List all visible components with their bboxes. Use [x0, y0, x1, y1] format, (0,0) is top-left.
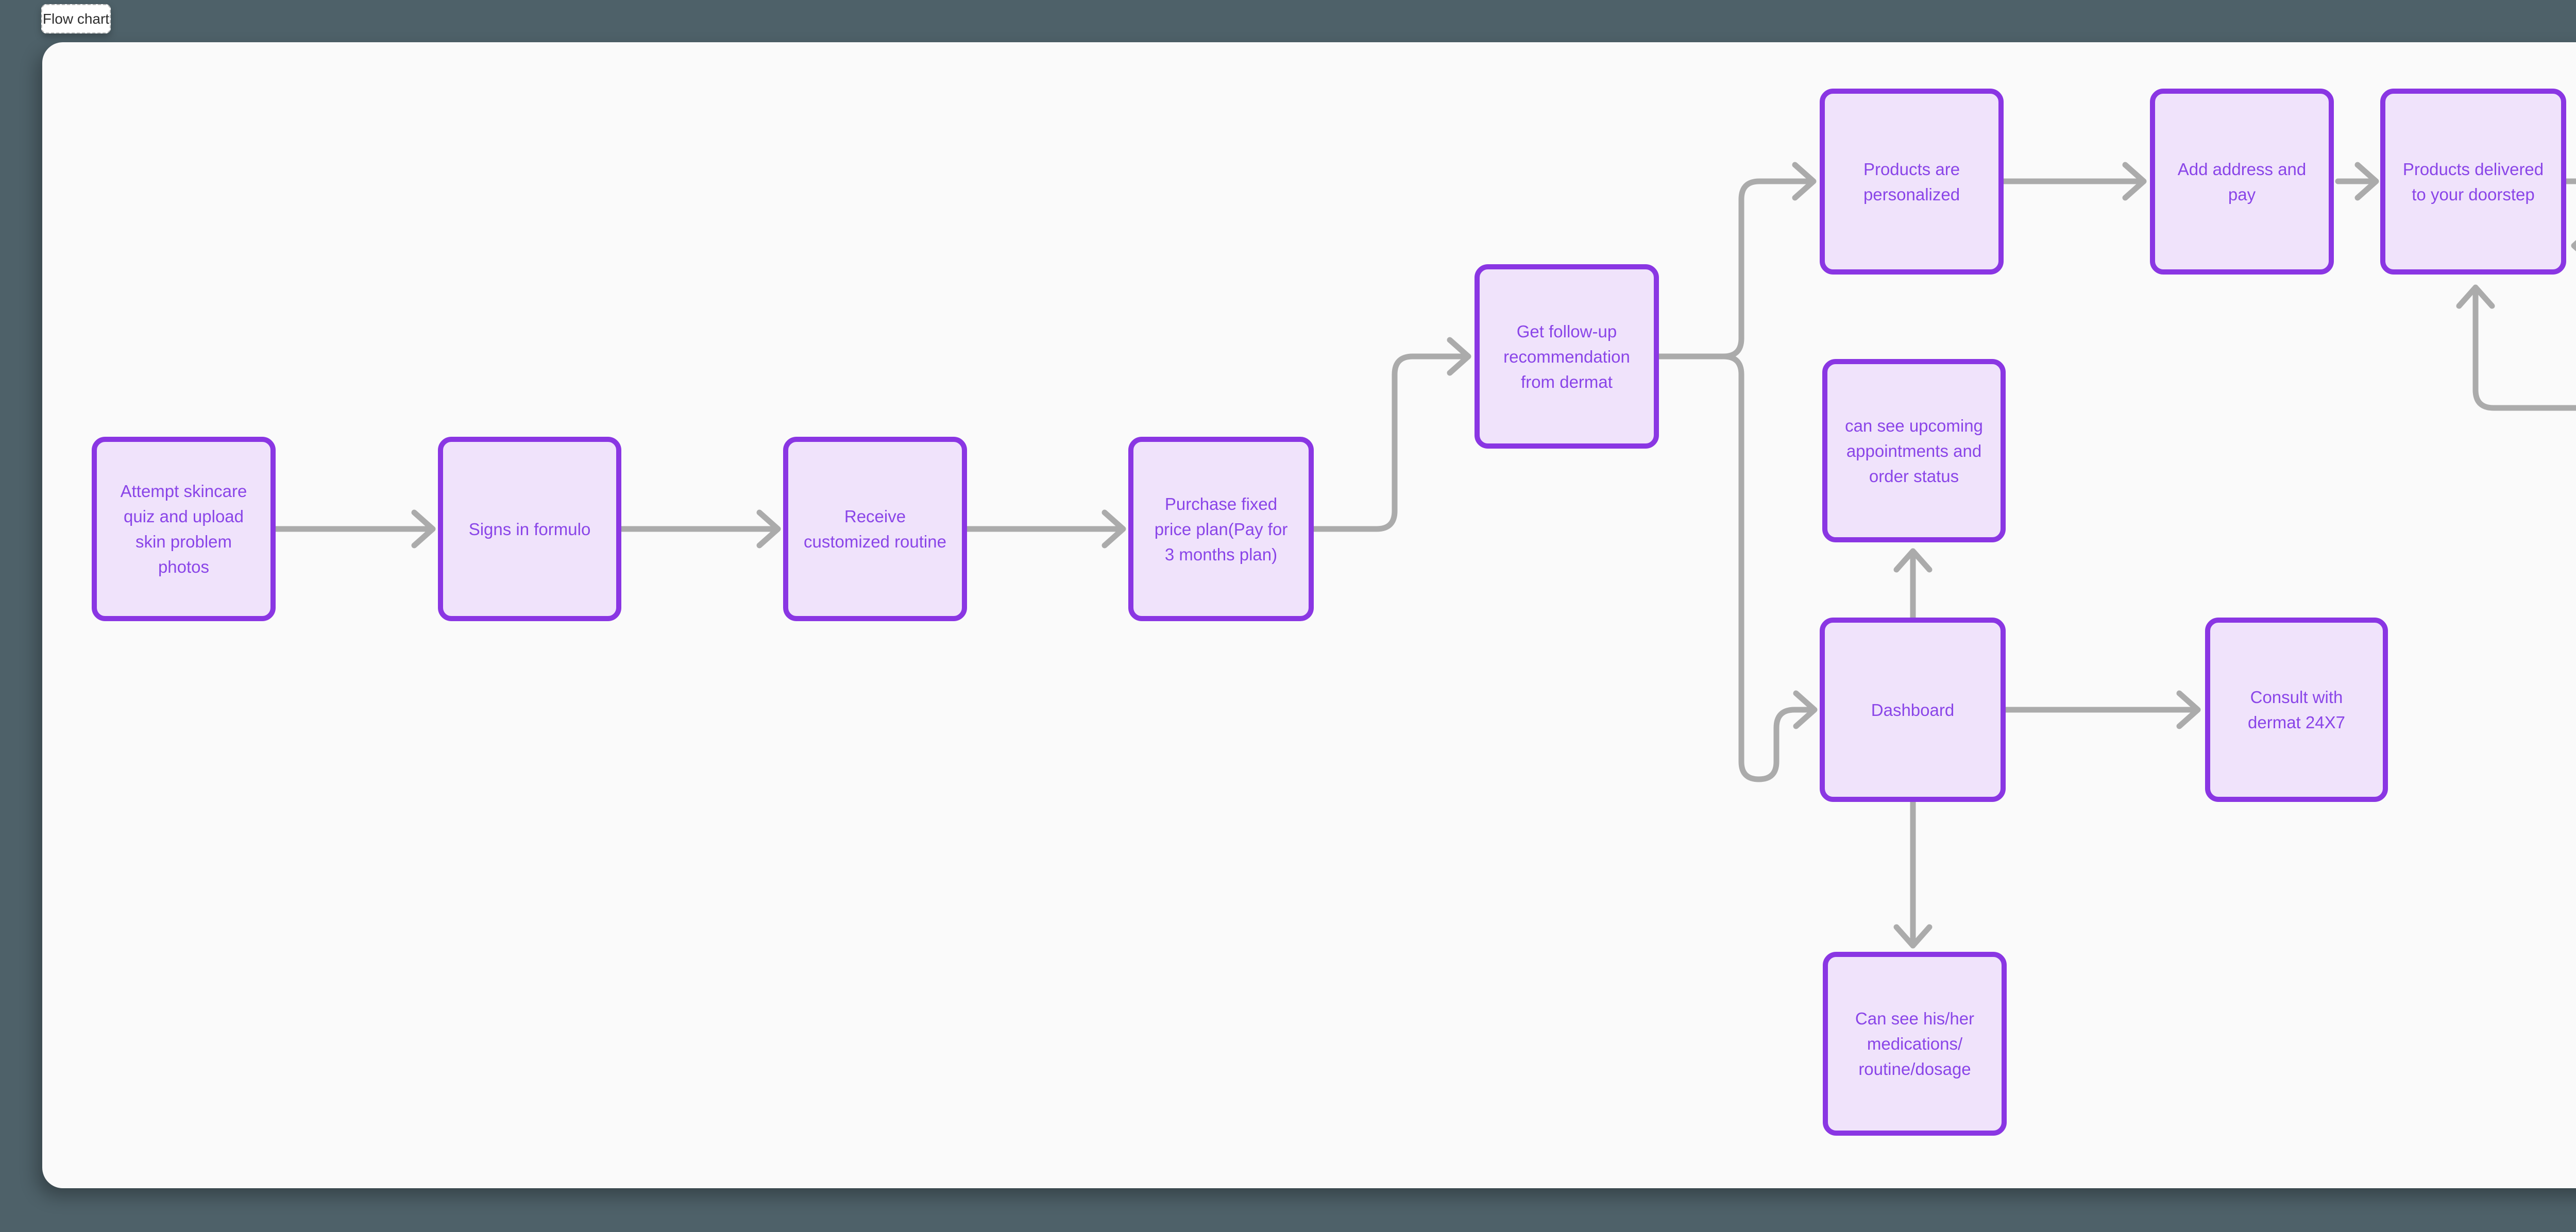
section-label[interactable]: Flow chart — [41, 4, 111, 33]
connector-dashboard-to-appointments[interactable] — [1893, 548, 1933, 621]
node-add-address-pay-label: Add address and pay — [2177, 159, 2307, 204]
connector-personalized-to-address[interactable] — [2001, 162, 2147, 201]
node-products-delivered[interactable]: Products delivered to your doorstep — [2380, 89, 2566, 275]
node-upcoming-appointments[interactable]: can see upcoming appointments and order … — [1822, 359, 2006, 542]
node-followup-recommendation[interactable]: Get follow-up recommendation from dermat — [1475, 264, 1659, 449]
node-medications-routine[interactable]: Can see his/her medications/ routine/dos… — [1823, 952, 2007, 1136]
connector-dashboard-to-medications[interactable] — [1893, 799, 1933, 949]
connector-3month-feedback-to-delivered[interactable] — [2456, 276, 2576, 411]
node-medications-routine-label: Can see his/her medications/ routine/dos… — [1855, 1009, 1975, 1079]
flowchart-canvas[interactable]: Attempt skincare quiz and upload skin pr… — [42, 42, 2576, 1188]
node-followup-recommendation-label: Get follow-up recommendation from dermat — [1503, 321, 1630, 391]
section-label-text: Flow chart — [42, 10, 110, 27]
node-skincare-quiz[interactable]: Attempt skincare quiz and upload skin pr… — [92, 437, 276, 621]
node-receive-routine[interactable]: Receive customized routine — [783, 437, 967, 621]
connector-address-to-delivered[interactable] — [2335, 162, 2379, 201]
node-products-personalized-label: Products are personalized — [1863, 159, 1960, 204]
connector-branch-to-products-personalized[interactable] — [1720, 162, 1817, 360]
node-add-address-pay[interactable]: Add address and pay — [2150, 89, 2334, 275]
connector-2month-feedback-to-delivered[interactable] — [2571, 229, 2576, 309]
connector-delivered-to-2month[interactable] — [2563, 165, 2576, 198]
node-dashboard-label: Dashboard — [1871, 700, 1955, 720]
connector-signin-to-routine[interactable] — [618, 509, 781, 549]
connector-routine-to-purchase[interactable] — [964, 509, 1126, 549]
node-purchase-plan-label: Purchase fixed price plan(Pay for 3 mont… — [1154, 494, 1288, 564]
node-purchase-plan[interactable]: Purchase fixed price plan(Pay for 3 mont… — [1128, 437, 1314, 621]
connector-quiz-to-signin[interactable] — [273, 509, 436, 549]
connector-dashboard-to-consult[interactable] — [2003, 690, 2201, 729]
node-upcoming-appointments-label: can see upcoming appointments and order … — [1845, 416, 1983, 486]
node-sign-in[interactable]: Signs in formulo — [438, 437, 621, 621]
node-products-personalized[interactable]: Products are personalized — [1820, 89, 2004, 275]
node-consult-dermat[interactable]: Consult with dermat 24X7 — [2205, 618, 2388, 802]
connector-purchase-to-followup[interactable] — [1311, 337, 1471, 532]
node-receive-routine-label: Receive customized routine — [804, 507, 946, 551]
node-sign-in-label: Signs in formulo — [468, 519, 591, 539]
connector-layer — [273, 162, 2576, 949]
node-skincare-quiz-label: Attempt skincare quiz and upload skin pr… — [120, 482, 247, 576]
node-products-delivered-label: Products delivered to your doorstep — [2402, 159, 2544, 204]
node-consult-dermat-label: Consult with dermat 24X7 — [2248, 688, 2345, 732]
node-dashboard[interactable]: Dashboard — [1820, 618, 2006, 802]
connector-branch-to-dashboard[interactable] — [1720, 353, 1818, 782]
